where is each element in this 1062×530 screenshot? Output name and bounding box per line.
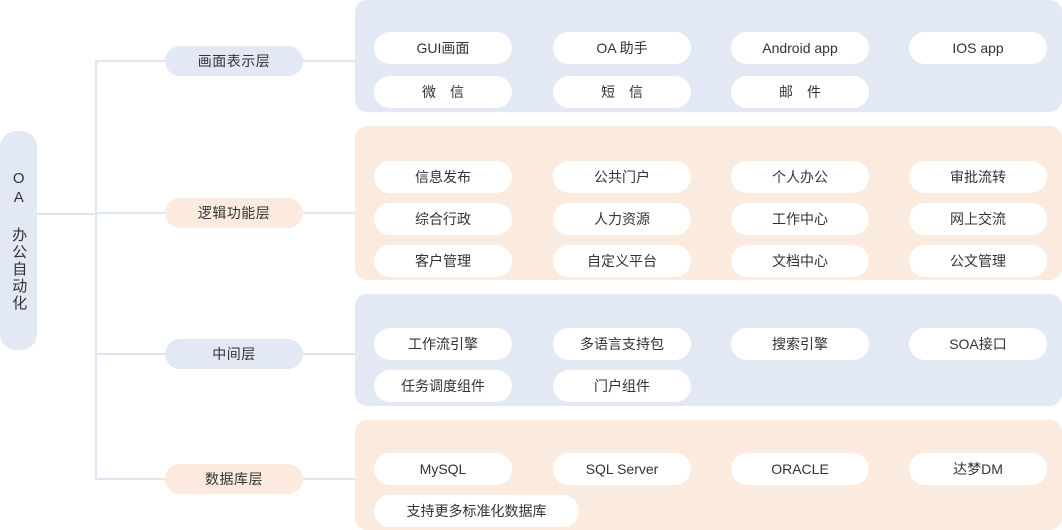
item-box[interactable]: 短 信 xyxy=(553,76,691,108)
item-box[interactable]: 达梦DM xyxy=(909,453,1047,485)
panel-middleware-layer: 工作流引擎 多语言支持包 搜索引擎 SOA接口 任务调度组件 门户组件 xyxy=(355,294,1062,406)
item-label: 任务调度组件 xyxy=(401,378,485,394)
item-box[interactable]: 支持更多标准化数据库 xyxy=(374,495,579,527)
item-label: 工作流引擎 xyxy=(408,336,478,352)
item-box[interactable]: 文档中心 xyxy=(731,245,869,277)
panel-row: GUI画面 OA 助手 Android app IOS app 微 信 短 信 … xyxy=(355,16,1062,108)
item-label: 多语言支持包 xyxy=(580,336,664,352)
item-box[interactable]: 任务调度组件 xyxy=(374,370,512,402)
item-label: 公文管理 xyxy=(950,253,1006,269)
item-box[interactable]: MySQL xyxy=(374,453,512,485)
item-box[interactable]: 公共门户 xyxy=(553,161,691,193)
item-box[interactable]: 工作中心 xyxy=(731,203,869,235)
item-label: 人力资源 xyxy=(594,211,650,227)
item-box[interactable]: 客户管理 xyxy=(374,245,512,277)
connector-label-panel-1 xyxy=(303,60,358,62)
item-label: MySQL xyxy=(419,461,467,477)
connector-branch-2 xyxy=(95,212,165,214)
root-node-label: OA 办公自动化 xyxy=(10,169,28,312)
item-label: 邮 件 xyxy=(779,84,821,100)
item-label: 个人办公 xyxy=(772,169,828,185)
item-label: 工作中心 xyxy=(772,211,828,227)
item-label: 信息发布 xyxy=(415,169,471,185)
item-box[interactable]: SOA接口 xyxy=(909,328,1047,360)
item-box[interactable]: 搜索引擎 xyxy=(731,328,869,360)
item-label: 搜索引擎 xyxy=(772,336,828,352)
layer-label-text: 数据库层 xyxy=(205,471,263,487)
item-box[interactable]: 网上交流 xyxy=(909,203,1047,235)
item-label: SOA接口 xyxy=(949,336,1007,352)
item-box[interactable]: 信息发布 xyxy=(374,161,512,193)
item-box[interactable]: ORACLE xyxy=(731,453,869,485)
layer-label-middleware[interactable]: 中间层 xyxy=(165,339,303,369)
item-box[interactable]: 自定义平台 xyxy=(553,245,691,277)
connector-branch-4 xyxy=(95,478,165,480)
item-label: 自定义平台 xyxy=(587,253,657,269)
connector-label-panel-4 xyxy=(303,478,358,480)
root-node-oa[interactable]: OA 办公自动化 xyxy=(0,131,37,350)
item-label: GUI画面 xyxy=(416,40,470,56)
layer-label-logic[interactable]: 逻辑功能层 xyxy=(165,198,303,228)
layer-label-text: 画面表示层 xyxy=(197,53,271,69)
item-label: ORACLE xyxy=(771,461,829,477)
item-label: 公共门户 xyxy=(594,169,650,185)
item-box[interactable]: IOS app xyxy=(909,32,1047,64)
panel-presentation-layer: GUI画面 OA 助手 Android app IOS app 微 信 短 信 … xyxy=(355,0,1062,112)
item-label: 门户组件 xyxy=(594,378,650,394)
panel-row: 信息发布 公共门户 个人办公 审批流转 综合行政 人力资源 工作中心 网上交流 … xyxy=(355,142,1062,277)
item-label: SQL Server xyxy=(585,461,659,477)
panel-database-layer: MySQL SQL Server ORACLE 达梦DM 支持更多标准化数据库 xyxy=(355,420,1062,530)
item-box[interactable]: 公文管理 xyxy=(909,245,1047,277)
item-label: 达梦DM xyxy=(953,461,1003,477)
item-box[interactable]: 微 信 xyxy=(374,76,512,108)
item-label: IOS app xyxy=(952,40,1004,56)
item-box[interactable]: 工作流引擎 xyxy=(374,328,512,360)
item-box[interactable]: 多语言支持包 xyxy=(553,328,691,360)
layer-label-presentation[interactable]: 画面表示层 xyxy=(165,46,303,76)
item-label: OA 助手 xyxy=(596,40,648,56)
item-label: 审批流转 xyxy=(950,169,1006,185)
layer-label-text: 中间层 xyxy=(212,346,256,362)
layer-label-database[interactable]: 数据库层 xyxy=(165,464,303,494)
layer-label-text: 逻辑功能层 xyxy=(197,205,271,221)
item-box[interactable]: 门户组件 xyxy=(553,370,691,402)
item-label: 客户管理 xyxy=(415,253,471,269)
connector-label-panel-3 xyxy=(303,353,358,355)
item-label: 微 信 xyxy=(422,84,464,100)
connector-trunk xyxy=(95,61,97,479)
item-label: 短 信 xyxy=(601,84,643,100)
connector-branch-3 xyxy=(95,353,165,355)
panel-row: 工作流引擎 多语言支持包 搜索引擎 SOA接口 任务调度组件 门户组件 xyxy=(355,310,1062,402)
item-label: 支持更多标准化数据库 xyxy=(406,503,547,519)
item-label: 文档中心 xyxy=(772,253,828,269)
item-box[interactable]: 人力资源 xyxy=(553,203,691,235)
item-box[interactable]: 个人办公 xyxy=(731,161,869,193)
item-box[interactable]: OA 助手 xyxy=(553,32,691,64)
item-box[interactable]: 综合行政 xyxy=(374,203,512,235)
item-box[interactable]: Android app xyxy=(731,32,869,64)
item-label: 网上交流 xyxy=(950,211,1006,227)
connector-label-panel-2 xyxy=(303,212,358,214)
item-label: Android app xyxy=(762,40,838,56)
item-box[interactable]: SQL Server xyxy=(553,453,691,485)
item-box[interactable]: 邮 件 xyxy=(731,76,869,108)
connector-root-stub xyxy=(37,213,96,215)
panel-row: MySQL SQL Server ORACLE 达梦DM 支持更多标准化数据库 xyxy=(355,436,1062,527)
connector-branch-1 xyxy=(95,60,165,62)
item-box[interactable]: GUI画面 xyxy=(374,32,512,64)
item-box[interactable]: 审批流转 xyxy=(909,161,1047,193)
item-label: 综合行政 xyxy=(415,211,471,227)
panel-logic-function-layer: 信息发布 公共门户 个人办公 审批流转 综合行政 人力资源 工作中心 网上交流 … xyxy=(355,126,1062,280)
